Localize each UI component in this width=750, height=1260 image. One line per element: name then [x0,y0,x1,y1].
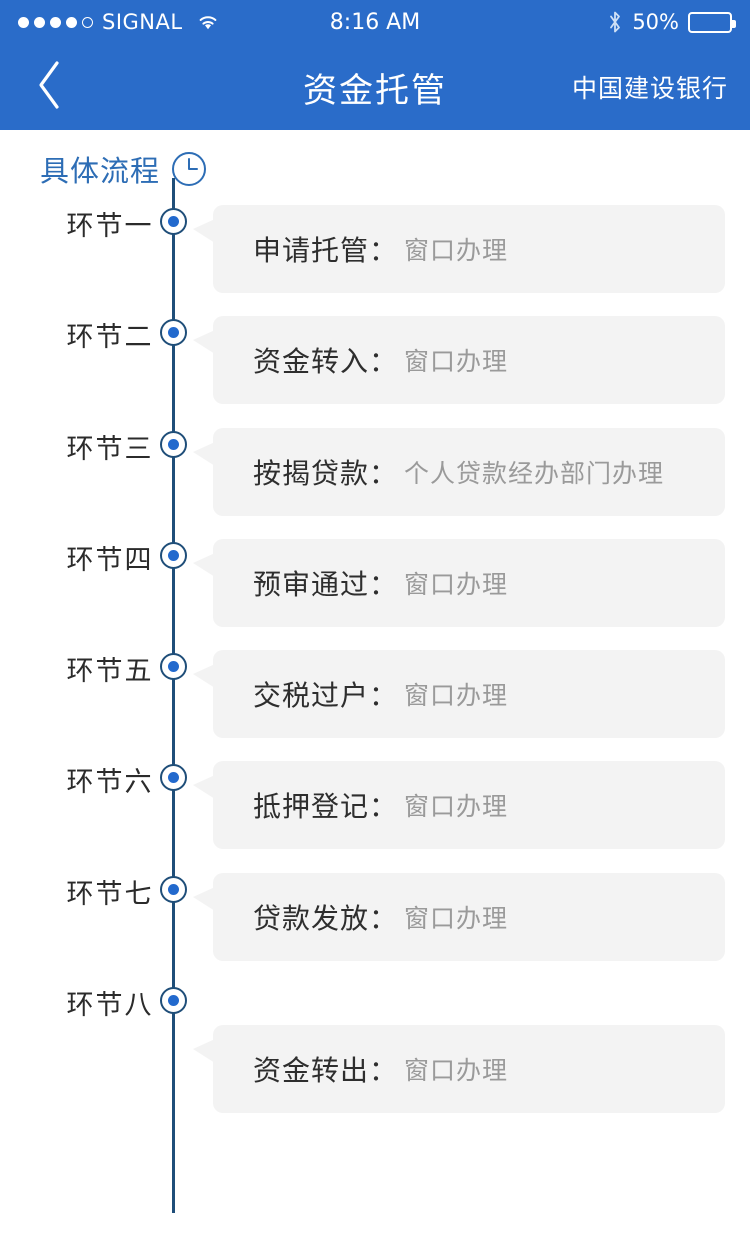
bubble-tail [193,1039,215,1063]
step-channel-value: 窗口办理 [404,570,509,599]
step-channel-value: 窗口办理 [404,792,509,821]
step-detail-bubble[interactable]: 资金转入：窗口办理 [193,316,725,404]
step-channel-value: 窗口办理 [404,347,509,376]
timeline-dot-icon [160,542,187,569]
bubble-tail [193,219,215,243]
step-name-label: 资金转出： [253,1054,399,1087]
step-index-label: 环节五 [66,656,154,687]
step-name-label: 资金转入： [253,345,399,378]
step-index-label: 环节七 [66,879,154,910]
step-channel-value: 窗口办理 [404,1056,509,1085]
step-channel-value: 窗口办理 [404,904,509,933]
bubble-tail [193,887,215,911]
battery-icon [688,11,736,33]
step-name-label: 交税过户： [253,679,399,712]
step-detail-bubble[interactable]: 贷款发放：窗口办理 [193,873,725,961]
content-area: 具体流程 环节一申请托管：窗口办理环节二资金转入：窗口办理环节三按揭贷款：个人贷… [0,130,750,1260]
step-index-label: 环节二 [66,322,154,353]
timeline-dot-icon [160,876,187,903]
clock-icon [170,150,208,188]
bank-name-label: 中国建设银行 [571,74,728,103]
step-index-label: 环节六 [66,767,154,798]
step-name-label: 申请托管： [253,234,399,267]
timeline-spine [172,178,175,1213]
step-index-label: 环节四 [66,545,154,576]
bluetooth-icon [607,10,623,34]
step-channel-value: 窗口办理 [404,681,509,710]
nav-bar: 资金托管 中国建设银行 [0,44,750,130]
back-button[interactable] [16,44,82,130]
step-index-label: 环节三 [66,434,154,465]
status-bar-right: 50% [607,10,736,34]
step-name-label: 贷款发放： [253,902,399,935]
timeline-dot-icon [160,431,187,458]
step-detail-bubble[interactable]: 预审通过：窗口办理 [193,539,725,627]
step-channel-value: 个人贷款经办部门办理 [404,459,665,488]
section-title: 具体流程 [40,154,161,188]
signal-strength-icon [18,16,93,28]
step-name-label: 抵押登记： [253,790,399,823]
battery-percent-label: 50% [632,10,679,34]
wifi-icon [196,13,220,31]
bubble-tail [193,553,215,577]
carrier-label: SIGNAL [102,10,183,34]
status-bar: SIGNAL 8:16 AM 50% [0,0,750,44]
timeline-dot-icon [160,764,187,791]
step-detail-bubble[interactable]: 按揭贷款：个人贷款经办部门办理 [193,428,725,516]
page-title: 资金托管 [303,70,447,111]
bubble-tail [193,442,215,466]
step-index-label: 环节一 [66,211,154,242]
timeline-dot-icon [160,987,187,1014]
timeline-dot-icon [160,208,187,235]
step-name-label: 按揭贷款： [253,457,399,490]
bubble-tail [193,775,215,799]
step-detail-bubble[interactable]: 抵押登记：窗口办理 [193,761,725,849]
section-header: 具体流程 [40,148,208,190]
step-detail-bubble[interactable]: 交税过户：窗口办理 [193,650,725,738]
status-bar-left: SIGNAL [18,10,220,34]
bubble-tail [193,664,215,688]
step-name-label: 预审通过： [253,568,399,601]
step-detail-bubble[interactable]: 申请托管：窗口办理 [193,205,725,293]
step-channel-value: 窗口办理 [404,236,509,265]
step-detail-bubble[interactable]: 资金转出：窗口办理 [193,1025,725,1113]
bubble-tail [193,330,215,354]
timeline-dot-icon [160,653,187,680]
step-index-label: 环节八 [66,990,154,1021]
chevron-left-icon [34,59,64,115]
timeline-dot-icon [160,319,187,346]
